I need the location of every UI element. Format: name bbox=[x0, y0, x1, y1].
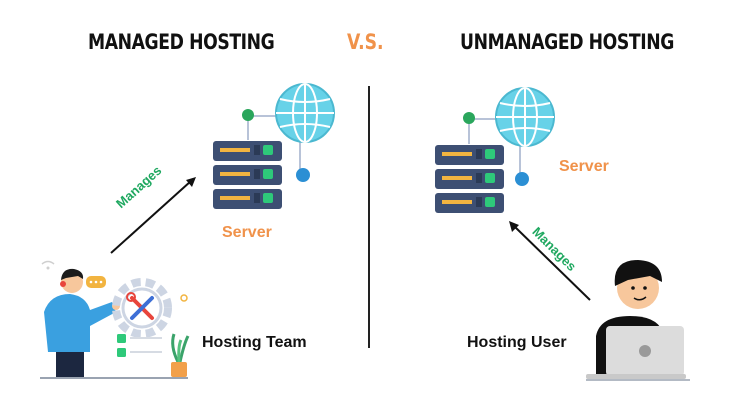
right-manages-label: Manages bbox=[529, 224, 580, 274]
left-server-label: Server bbox=[222, 224, 272, 241]
hosting-user-label: Hosting User bbox=[467, 334, 567, 351]
center-divider bbox=[368, 86, 370, 348]
right-server-label: Server bbox=[559, 158, 609, 175]
left-manages-label: Manages bbox=[113, 162, 165, 212]
managed-hosting-title: MANAGED HOSTING bbox=[88, 30, 275, 54]
unmanaged-hosting-title: UNMANAGED HOSTING bbox=[460, 30, 674, 54]
vs-separator-label: V.S. bbox=[347, 30, 384, 54]
hosting-team-label: Hosting Team bbox=[202, 334, 307, 351]
